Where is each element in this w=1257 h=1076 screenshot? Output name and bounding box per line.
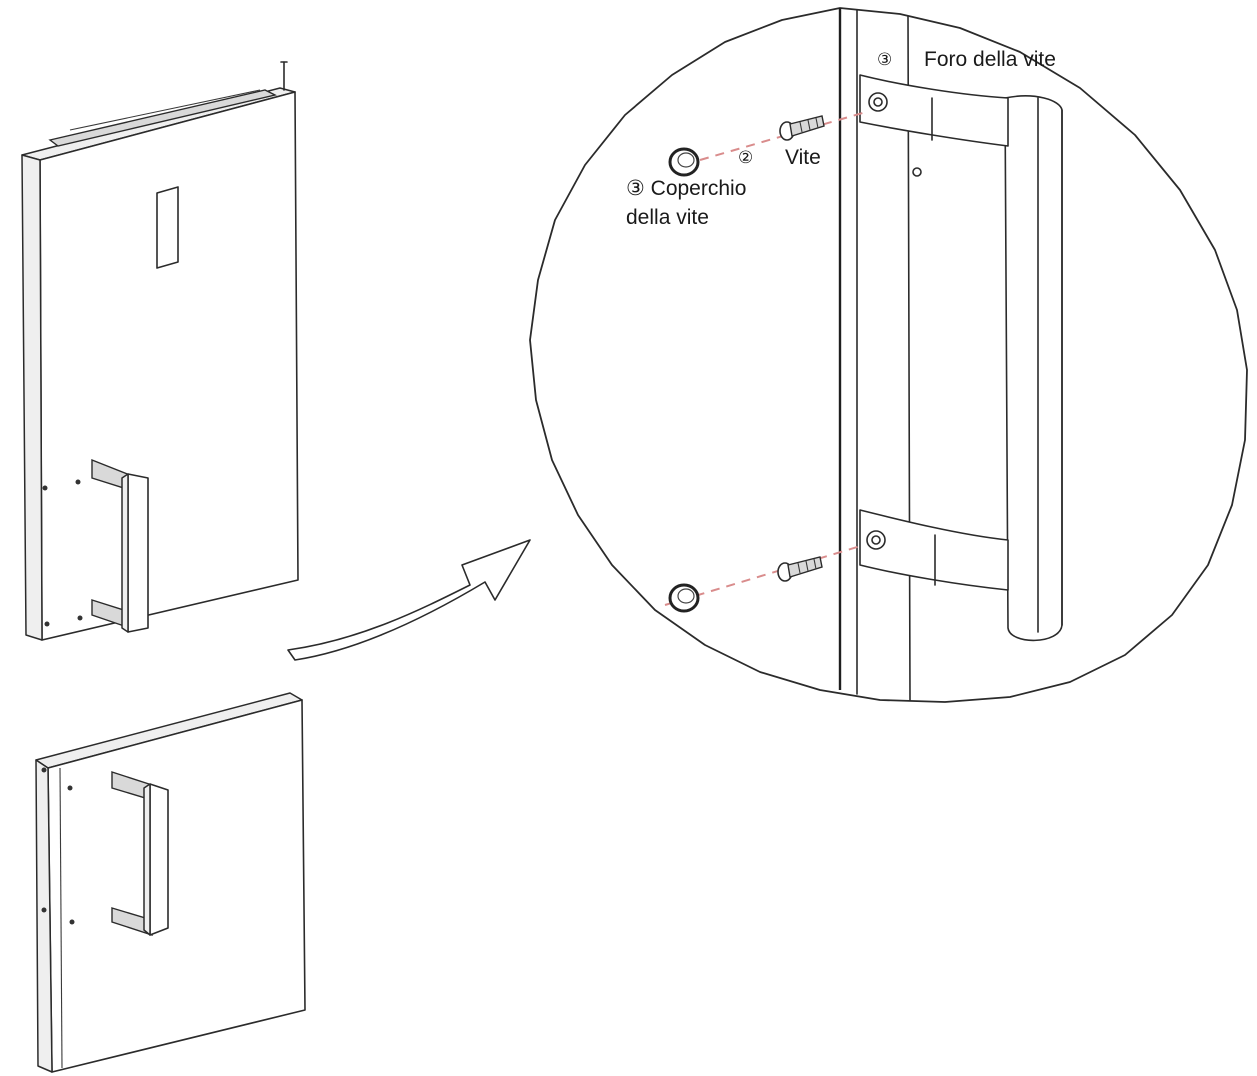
lower-door-handle (111, 771, 169, 936)
detail-zoom-circle (529, 7, 1248, 703)
screw-lower (777, 556, 823, 582)
upper-door (21, 61, 299, 641)
screw-cover-label-line1: ③ Coperchio (626, 177, 746, 200)
screw-label: Vite (785, 146, 821, 169)
lower-door (35, 692, 306, 1073)
screw-cover-lower (668, 583, 700, 613)
upper-bracket (859, 74, 1009, 147)
zoom-arrow (287, 539, 531, 661)
screw-upper (779, 115, 825, 141)
screw-cover-upper (668, 147, 700, 177)
lower-bracket (859, 509, 1009, 591)
upper-door-handle (91, 458, 149, 633)
screw-number: ② (738, 148, 753, 167)
screw-hole-label: Foro della vite (924, 48, 1056, 71)
screw-hole-number: ③ (877, 50, 892, 69)
screw-cover-label-line2: della vite (626, 206, 709, 229)
